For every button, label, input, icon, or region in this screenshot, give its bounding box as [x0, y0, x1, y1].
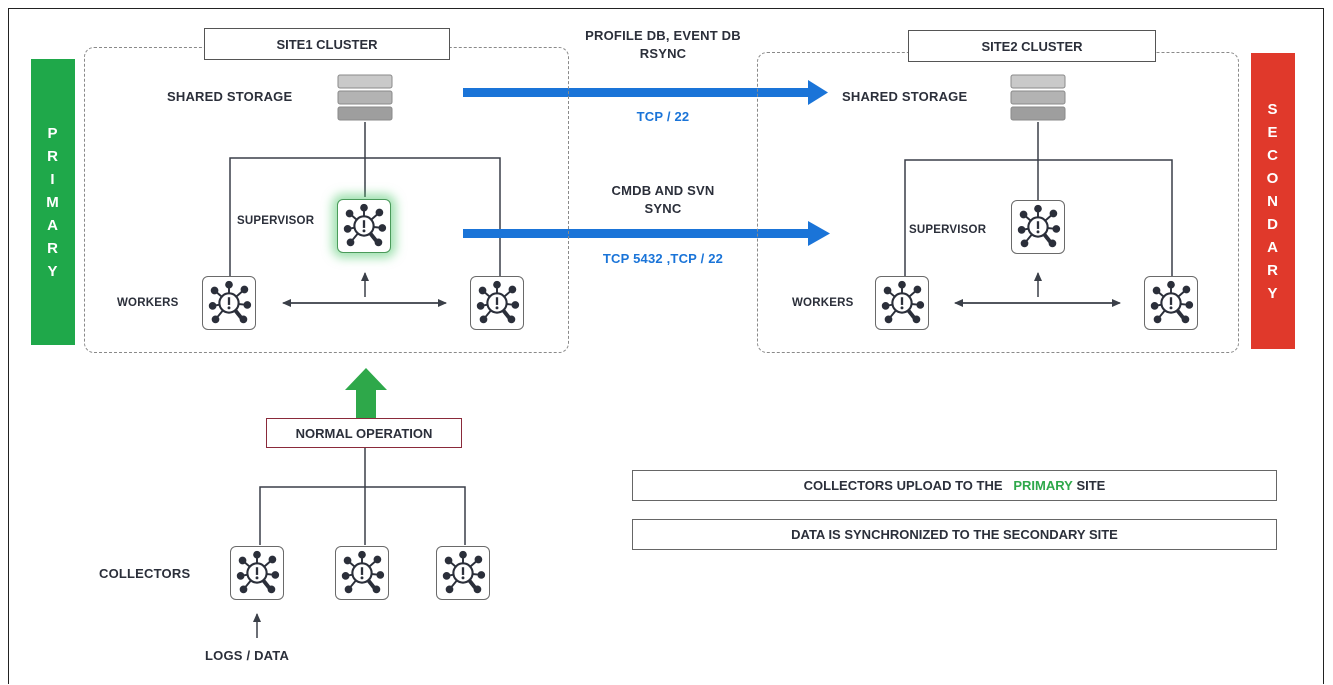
- note-collectors-upload: COLLECTORS UPLOAD TO THE PRIMARY SITE: [632, 470, 1277, 501]
- banner-letter: S: [1267, 100, 1279, 118]
- sync-top-port: TCP / 22: [636, 109, 690, 124]
- site2-supervisor-label: SUPERVISOR: [909, 224, 987, 236]
- note-line1-suffix: SITE: [1076, 478, 1106, 493]
- banner-letter: P: [47, 124, 59, 142]
- sync-top-label-line2: RSYNC: [639, 46, 687, 61]
- normal-operation-arrow: [345, 368, 387, 418]
- banner-letter: C: [1267, 146, 1279, 164]
- banner-letter: R: [47, 239, 59, 257]
- network-node-icon: [337, 199, 391, 253]
- sync-arrows: [463, 80, 830, 246]
- diagram-frame: [8, 8, 1324, 684]
- storage-stack-icon: [1010, 74, 1066, 122]
- banner-letter: R: [1267, 261, 1279, 279]
- sync-arrow-top-head: [808, 80, 828, 105]
- banner-letter: Y: [47, 262, 59, 280]
- sync-arrow-bottom-head: [808, 221, 830, 246]
- note-line1-prefix: COLLECTORS UPLOAD TO THE: [803, 478, 1003, 493]
- storage-stack-icon: [337, 74, 393, 122]
- site2-workers-label: WORKERS: [792, 297, 854, 309]
- banner-letter: A: [1267, 238, 1279, 256]
- logs-data-label: LOGS / DATA: [205, 648, 290, 663]
- banner-letter: Y: [1267, 284, 1279, 302]
- site1-workers-label: WORKERS: [117, 297, 179, 309]
- normal-operation-box: NORMAL OPERATION: [266, 418, 462, 448]
- network-node-icon: [1011, 200, 1065, 254]
- banner-letter: E: [1267, 123, 1279, 141]
- note-data-sync: DATA IS SYNCHRONIZED TO THE SECONDARY SI…: [632, 519, 1277, 550]
- banner-letter: R: [47, 147, 59, 165]
- network-node-icon: [335, 546, 389, 600]
- banner-letter: N: [1267, 192, 1279, 210]
- site2-title: SITE2 CLUSTER: [908, 30, 1156, 62]
- site1-title: SITE1 CLUSTER: [204, 28, 450, 60]
- network-node-icon: [202, 276, 256, 330]
- network-node-icon: [1144, 276, 1198, 330]
- network-node-icon: [230, 546, 284, 600]
- banner-letter: I: [50, 170, 56, 188]
- sync-arrow-bottom-shaft: [463, 229, 811, 238]
- banner-letter: D: [1267, 215, 1279, 233]
- sync-arrow-top-shaft: [463, 88, 811, 97]
- sync-bottom-label-line2: SYNC: [644, 201, 682, 216]
- site1-storage-label: SHARED STORAGE: [167, 89, 293, 104]
- site1-supervisor-label: SUPERVISOR: [237, 215, 315, 227]
- sync-bottom-port: TCP 5432 ,TCP / 22: [602, 251, 724, 266]
- banner-letter: A: [47, 216, 59, 234]
- sync-top-label-line1: PROFILE DB, EVENT DB: [585, 28, 741, 43]
- network-node-icon: [875, 276, 929, 330]
- site2-storage-label: SHARED STORAGE: [842, 89, 968, 104]
- sync-bottom-label-line1: CMDB AND SVN: [611, 183, 715, 198]
- network-node-icon: [470, 276, 524, 330]
- network-node-icon: [436, 546, 490, 600]
- note-line1-highlight: PRIMARY: [1013, 478, 1073, 493]
- banner-letter: M: [46, 193, 60, 211]
- collectors-label: COLLECTORS: [99, 566, 191, 581]
- banner-letter: O: [1266, 169, 1280, 187]
